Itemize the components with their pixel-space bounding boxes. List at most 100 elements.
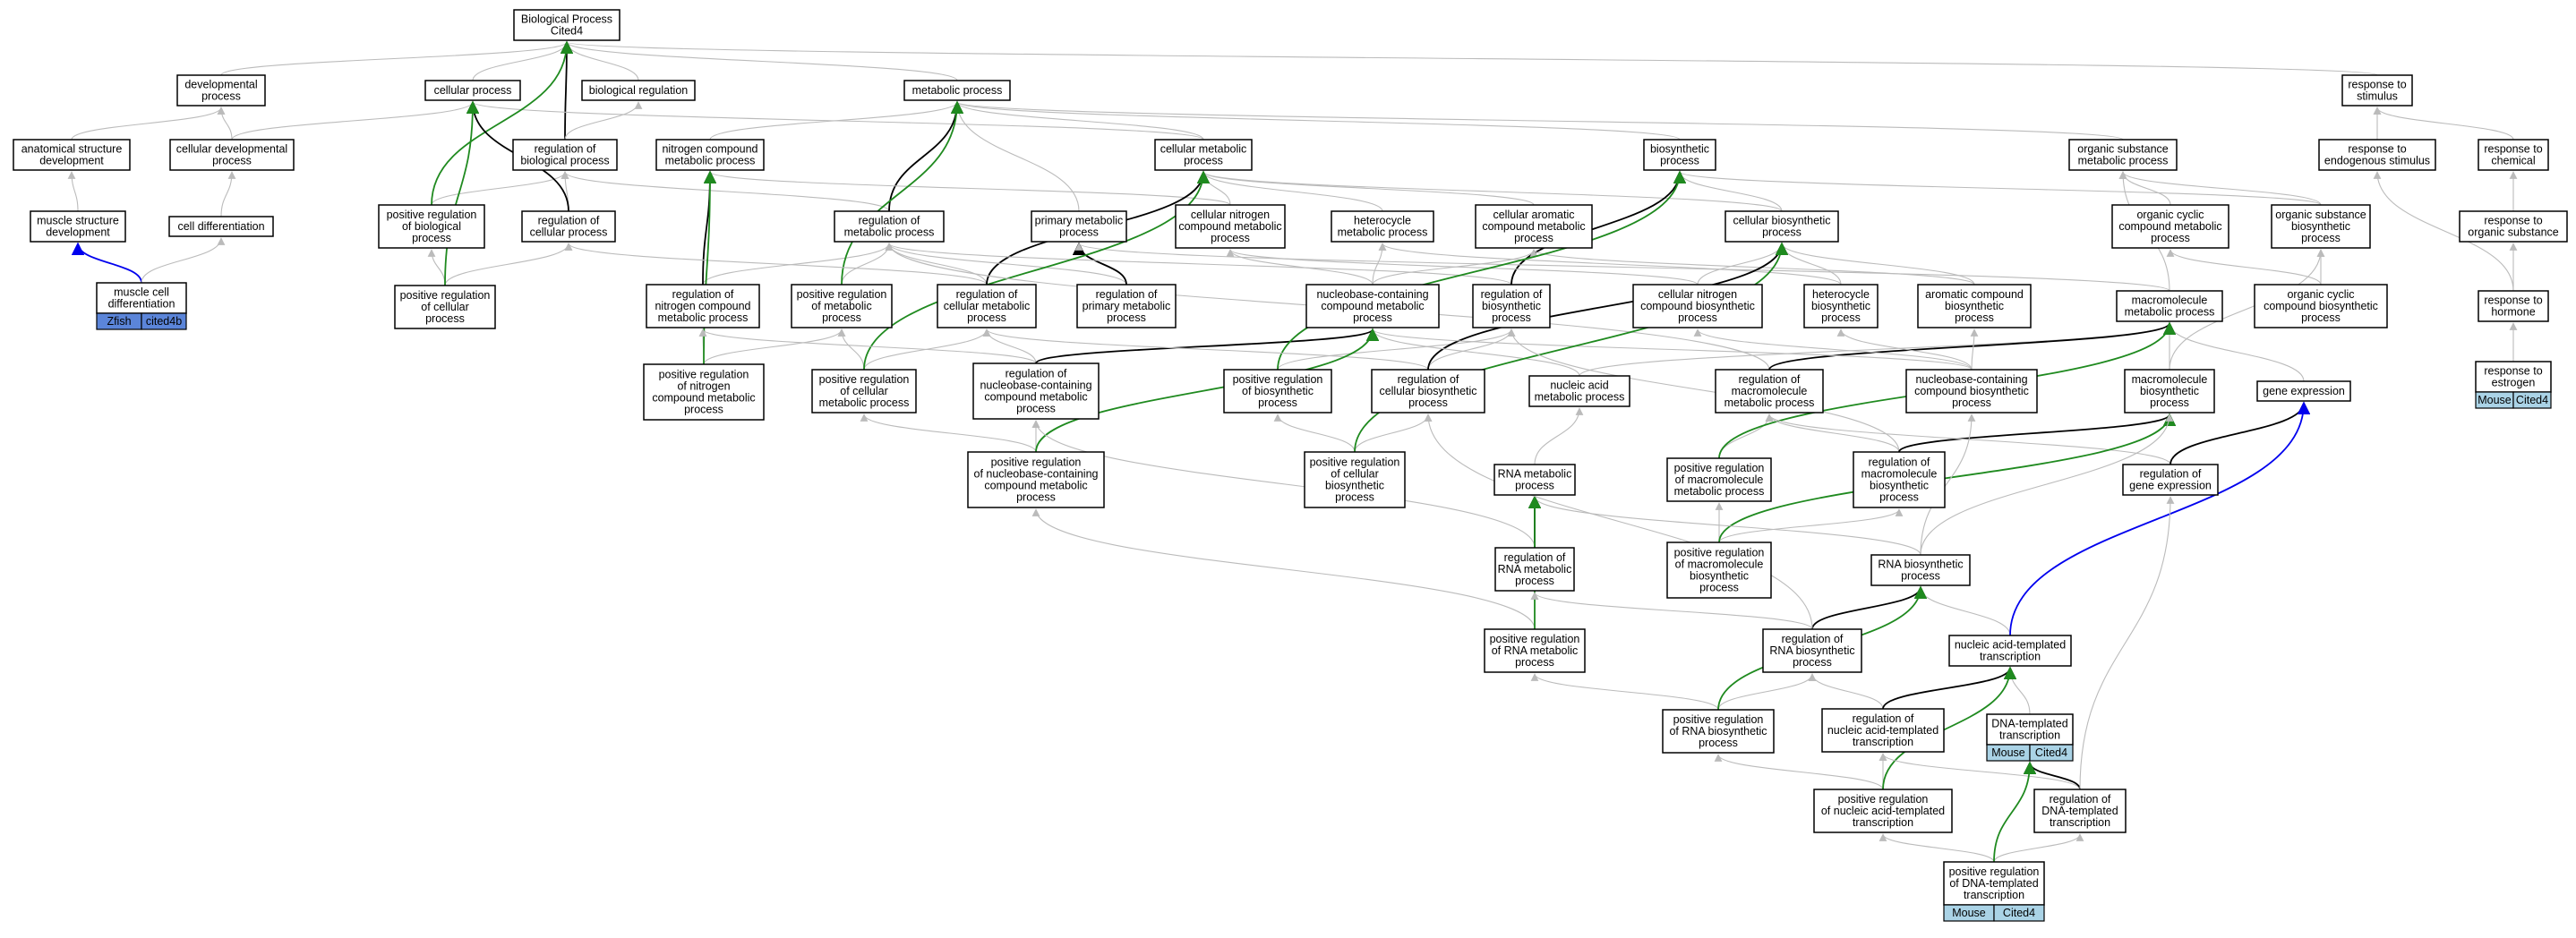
node-label-line: transcription bbox=[2050, 816, 2110, 829]
node-label-line: biosynthetic bbox=[2140, 385, 2199, 397]
node-label-line: process bbox=[1515, 656, 1554, 669]
go-term-node-cellproc[interactable]: cellular process bbox=[424, 80, 521, 101]
node-label-line: macromolecule bbox=[2132, 373, 2208, 386]
node-label-line: process bbox=[425, 312, 465, 325]
node-label-line: positive regulation bbox=[1490, 633, 1580, 645]
edge-is-a-posregbiosyn-to-regbiosyn bbox=[1277, 328, 1516, 371]
edge-positively-regulates-posregbio-to-bp bbox=[431, 40, 574, 206]
species-badge-label: Mouse bbox=[1952, 907, 1986, 919]
go-term-node-celldiff[interactable]: cell differentiation bbox=[168, 216, 274, 237]
node-label-line: process bbox=[1901, 570, 1940, 583]
node-label-line: process bbox=[412, 232, 451, 244]
node-label-line: of nucleic acid-templated bbox=[1821, 805, 1945, 817]
node-box bbox=[1223, 369, 1332, 414]
node-label-line: of metabolic bbox=[811, 300, 871, 312]
node-label-line: biosynthetic bbox=[1690, 570, 1749, 583]
edge-part-of-regbio-to-bp bbox=[560, 40, 574, 141]
node-label-line: of RNA metabolic bbox=[1492, 644, 1579, 657]
node-box bbox=[1493, 464, 1576, 496]
node-label-line: response to bbox=[2484, 294, 2542, 307]
node-label-line: transcription bbox=[1980, 651, 2041, 663]
edge-is-a-regrnabio-to-regrnamet bbox=[1530, 592, 1813, 630]
edge-is-a-regmet-to-regbio bbox=[561, 171, 890, 212]
node-label-line: transcription bbox=[1964, 889, 2024, 901]
node-label-line: organic substance bbox=[2468, 226, 2559, 239]
go-term-node-geneexp[interactable]: gene expression bbox=[2256, 380, 2351, 402]
node-label-line: macromolecule bbox=[1861, 468, 1938, 481]
edge-part-of-blue-nuctrans-to-geneexp bbox=[2009, 401, 2311, 636]
go-term-node-bioreg[interactable]: biological regulation bbox=[581, 80, 696, 101]
go-term-node-metab[interactable]: metabolic process bbox=[903, 80, 1011, 101]
